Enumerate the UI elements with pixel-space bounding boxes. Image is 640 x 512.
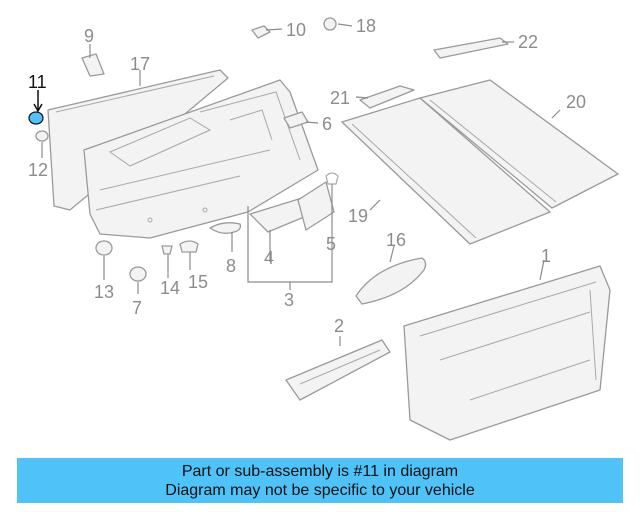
- footer-line-2: Diagram may not be specific to your vehi…: [165, 482, 475, 499]
- callout-22: 22: [518, 32, 538, 52]
- callout-7: 7: [132, 298, 142, 318]
- part-20-shelf: [419, 79, 619, 209]
- part-15-clip: [179, 240, 199, 253]
- callout-labels: 9 17 10 18 22 21 6 20 19 16 1 5 4 3 8 2 …: [28, 16, 586, 336]
- callout-4: 4: [264, 248, 274, 268]
- part-19-shelf: [341, 97, 551, 245]
- leader-lines: [41, 23, 561, 346]
- part-7-plug: [129, 266, 147, 282]
- part-16-pad: [355, 257, 427, 305]
- part-5-trim-piece: [297, 172, 339, 231]
- callout-13: 13: [94, 282, 114, 302]
- part-18-nut: [323, 17, 337, 31]
- part-11-fastener: [28, 111, 44, 125]
- callout-19: 19: [348, 206, 368, 226]
- callout-9: 9: [84, 26, 94, 46]
- part-10-screw: [251, 25, 271, 39]
- callout-12: 12: [28, 160, 48, 180]
- callout-21: 21: [330, 88, 350, 108]
- footer-line-1: Part or sub-assembly is #11 in diagram: [181, 463, 459, 480]
- part-trim-panel: [83, 79, 319, 239]
- callout-18: 18: [356, 16, 376, 36]
- leader-11: [33, 90, 43, 113]
- callout-10: 10: [286, 20, 306, 40]
- callout-8: 8: [226, 256, 236, 276]
- part-8-pad: [209, 222, 242, 234]
- part-11-highlighted: [28, 111, 44, 125]
- callout-3: 3: [284, 290, 294, 310]
- callout-2: 2: [334, 316, 344, 336]
- callout-14: 14: [160, 278, 180, 298]
- part-12-fastener: [35, 130, 49, 142]
- callout-20: 20: [566, 92, 586, 112]
- part-13-clip: [95, 240, 113, 256]
- callout-15: 15: [188, 272, 208, 292]
- callout-17: 17: [130, 54, 150, 74]
- footer-banner: Part or sub-assembly is #11 in diagram D…: [17, 458, 623, 503]
- callout-11: 11: [28, 72, 47, 92]
- part-21-handle: [359, 85, 415, 109]
- part-14-clip: [161, 245, 173, 255]
- callout-16: 16: [386, 230, 406, 250]
- part-1-quarter-panel: [403, 265, 611, 441]
- part-9-bracket: [81, 53, 105, 77]
- callout-6: 6: [322, 114, 332, 134]
- part-22-strip: [433, 37, 509, 59]
- part-2-bracket: [285, 339, 391, 401]
- callout-5: 5: [326, 234, 336, 254]
- callout-1: 1: [541, 246, 551, 266]
